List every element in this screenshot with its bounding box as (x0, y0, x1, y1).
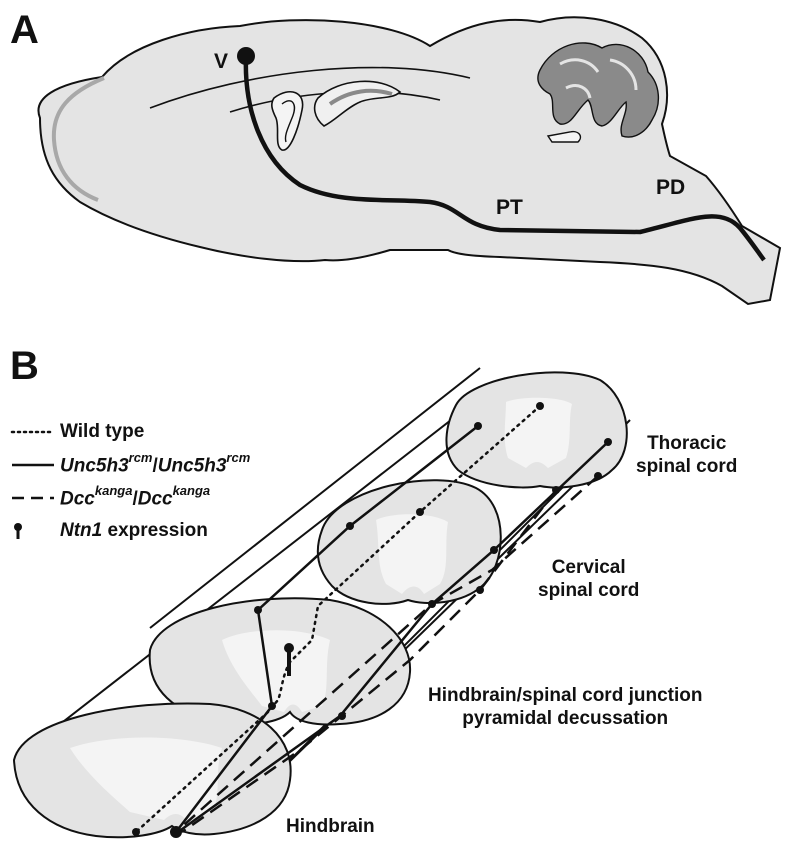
legend-item-ntn1: Ntn1 expression (10, 514, 330, 547)
trajectory-nodes (132, 402, 612, 838)
cortex-line (149, 66, 471, 109)
solid-line-icon (12, 463, 54, 466)
legend-label: Unc5h3rcm/Unc5h3rcm (60, 449, 251, 477)
trajectory-wild-type (134, 404, 542, 834)
cerebellum (537, 42, 659, 138)
label-hindbrain: Hindbrain (286, 816, 375, 837)
neuron-cell-body (237, 47, 255, 65)
panel-b-letter: B (10, 344, 39, 388)
section-hindbrain (12, 702, 292, 839)
legend: Wild type Unc5h3rcm/Unc5h3rcm Dcckanga/D… (10, 415, 330, 547)
dotted-line-icon (10, 430, 56, 433)
legend-label: Ntn1 expression (60, 519, 208, 541)
brain-outline (37, 16, 782, 306)
legend-item-wild-type: Wild type (10, 415, 330, 448)
section-cervical (316, 479, 502, 605)
label-pd: PD (656, 176, 686, 199)
legend-item-dcc: Dcckanga/Dcckanga (10, 481, 330, 514)
spinal-cord-schematic (12, 367, 631, 839)
trajectory-dcc (181, 489, 557, 834)
ntn1-expression-marker (284, 643, 294, 676)
legend-item-unc5h3: Unc5h3rcm/Unc5h3rcm (10, 448, 330, 481)
pin-icon (14, 522, 22, 539)
corticospinal-tract (243, 55, 766, 262)
dashed-line-icon (12, 496, 54, 499)
panel-a-letter: A (10, 8, 39, 52)
brain-sagittal-section (37, 16, 782, 306)
legend-label: Dcckanga/Dcckanga (60, 482, 211, 510)
tube-outline-top (13, 377, 506, 761)
tube-outline-mid (149, 367, 481, 629)
olfactory-bulb (51, 76, 105, 202)
pontine-nucleus (546, 130, 582, 143)
legend-label: Wild type (60, 420, 145, 442)
label-v: V (214, 50, 229, 73)
label-pt: PT (496, 196, 523, 219)
